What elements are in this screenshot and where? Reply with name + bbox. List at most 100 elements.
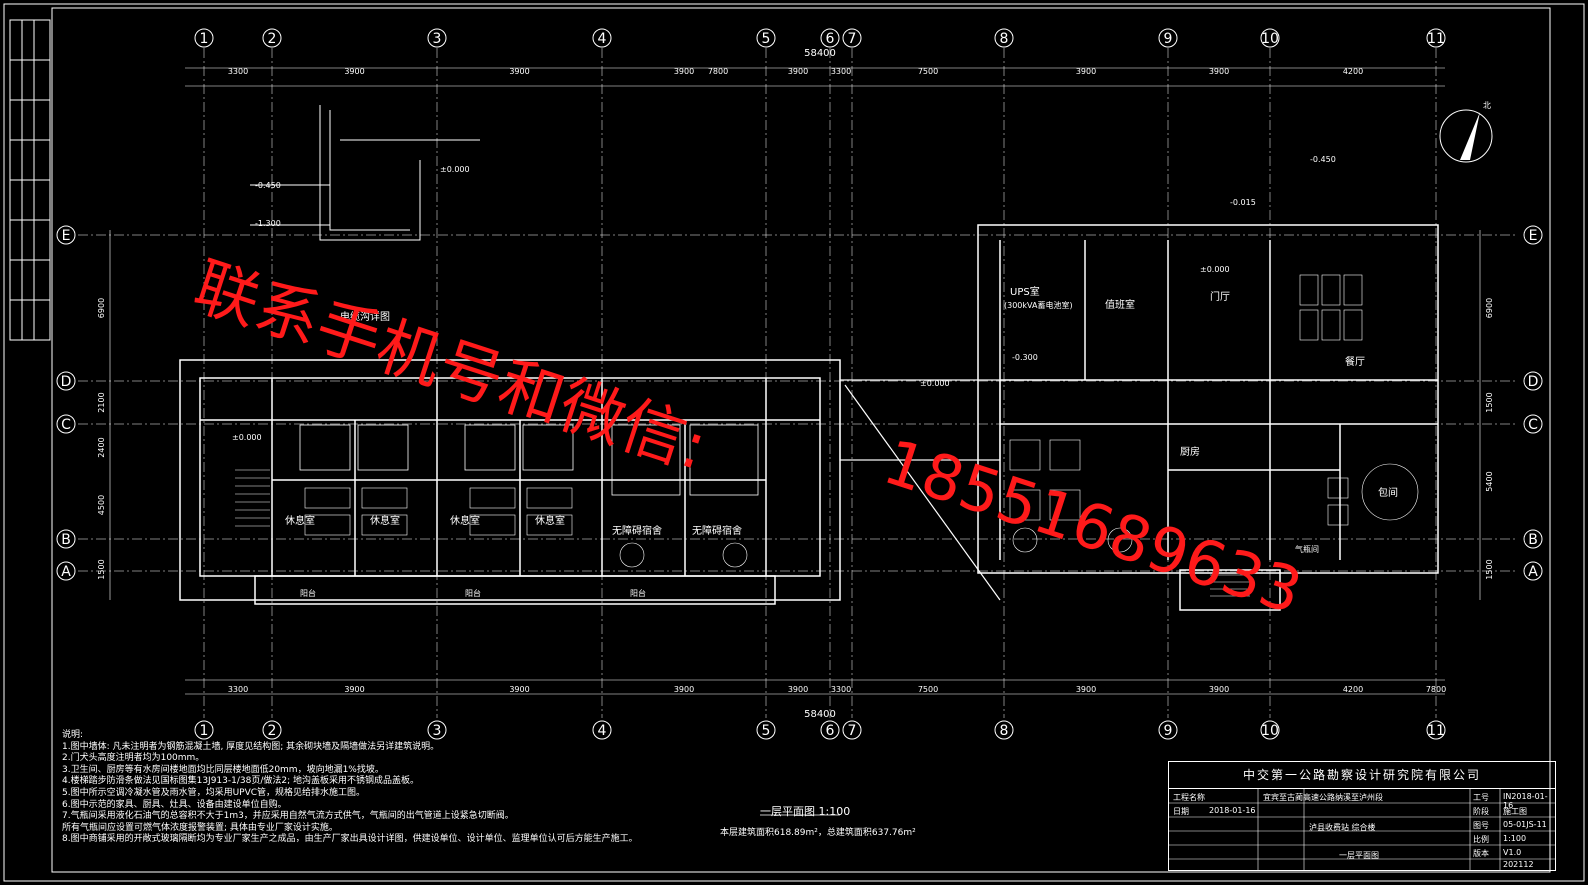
inner-frame (51, 7, 1551, 873)
dim-right-1: 1500 (1485, 392, 1494, 412)
axis-bubble-2-bottom: 2 (262, 720, 282, 740)
tb-phase-label: 阶段 (1473, 807, 1489, 816)
dim-right-2: 5400 (1485, 471, 1494, 491)
svg-text:A: A (61, 564, 71, 580)
tb-phase: 施工图 (1503, 807, 1527, 816)
tb-project-label: 工程名称 (1173, 793, 1205, 802)
svg-text:D: D (1528, 374, 1539, 390)
svg-text:3: 3 (433, 723, 442, 739)
overall-dimension-bottom: 58400 (804, 709, 836, 720)
elev-neg045: -0.450 (255, 181, 281, 190)
dim-bottom-0: 3300 (228, 685, 248, 694)
binding-strip (9, 19, 51, 341)
dim-right-3: 1500 (1485, 559, 1494, 579)
dim-bottom-7: 3900 (1076, 685, 1096, 694)
svg-text:B: B (1528, 532, 1538, 548)
note-1: 1.图中墙体: 凡未注明者为钢筋混凝土墙, 厚度见结构图; 其余砌块墙及隔墙做法… (62, 741, 440, 752)
dim-bottom-8: 3900 (1209, 685, 1229, 694)
room-rest-1: 休息室 (285, 514, 315, 527)
general-notes: 说明: 1.图中墙体: 凡未注明者为钢筋混凝土墙, 厚度见结构图; 其余砌块墙及… (62, 730, 682, 846)
svg-text:7: 7 (848, 31, 857, 47)
axis-bubble-11-top: 11 (1426, 28, 1446, 48)
tb-date-label: 日期 (1173, 807, 1189, 816)
svg-text:10: 10 (1261, 723, 1279, 739)
tb-version: V1.0 (1503, 848, 1522, 857)
room-duty: 值班室 (1105, 298, 1135, 311)
dim-top-7: 3900 (1076, 67, 1096, 76)
dim-bottom-4: 3900 (788, 685, 808, 694)
balcony-label-2: 阳台 (465, 588, 481, 598)
axis-bubble-4-bottom: 4 (592, 720, 612, 740)
axis-bubble-11-bottom: 11 (1426, 720, 1446, 740)
room-hall: 门厅 (1210, 290, 1230, 303)
elev-zero-connector: ±0.000 (920, 379, 950, 388)
note-7b: 所有气瓶间应设置可燃气体浓度报警装置; 具体由专业厂家设计实施。 (62, 822, 338, 833)
cable-trench-detail (250, 105, 480, 241)
svg-text:C: C (1528, 417, 1538, 433)
svg-text:E: E (62, 228, 71, 244)
dim-top-0: 3300 (228, 67, 248, 76)
axis-bubble-9-top: 9 (1158, 28, 1178, 48)
dim-top-1: 3900 (344, 67, 364, 76)
axis-bubble-1-top: 1 (194, 28, 214, 48)
dim-top-3: 3900 (674, 67, 694, 76)
tb-drawing: 一层平面图 (1339, 851, 1379, 860)
svg-text:4: 4 (598, 31, 607, 47)
note-8: 8.图中商铺采用的开敞式玻璃隔断均为专业厂家生产之成品，由生产厂家出具设计详图，… (62, 834, 638, 845)
svg-text:2: 2 (268, 31, 277, 47)
axis-bubble-6-bottom: 6 (820, 720, 840, 740)
dim-left-4: 1500 (97, 559, 106, 579)
elev-zero-trench: ±0.000 (440, 165, 470, 174)
room-rest-3: 休息室 (450, 514, 480, 527)
plan-title: 一层平面图 1:100 (760, 803, 850, 819)
room-barrier-1: 无障碍宿舍 (612, 524, 662, 537)
room-private-dining: 包间 (1378, 486, 1398, 499)
note-3: 3.卫生间、厨房等有水房间楼地面均比同层楼地面低20mm，坡向地漏1%找坡。 (62, 764, 384, 775)
tb-job-label: 工号 (1473, 793, 1489, 802)
dim-bottom-9: 4200 (1343, 685, 1363, 694)
svg-text:1: 1 (200, 31, 209, 47)
note-5: 5.图中所示空调冷凝水管及雨水管，均采用UPVC管，规格见给排水施工图。 (62, 787, 366, 798)
axis-bubble-5-bottom: 5 (756, 720, 776, 740)
svg-text:北: 北 (1483, 101, 1491, 110)
room-kitchen: 厨房 (1180, 445, 1200, 458)
axis-bubble-C-left: C (56, 414, 76, 434)
tb-date: 2018-01-16 (1209, 806, 1256, 815)
cable-trench-title: 电缆沟详图 (340, 310, 390, 323)
axis-bubble-C-right: C (1523, 414, 1543, 434)
dim-bottom-3: 3900 (674, 685, 694, 694)
elev-neg0015: -0.015 (1230, 198, 1256, 207)
dim-top-5: 3300 (831, 67, 851, 76)
overall-dimension-top: 58400 (804, 48, 836, 59)
note-7: 7.气瓶间采用液化石油气的总容积不大于1m3，并应采用自然气流方式供气，气瓶间的… (62, 811, 514, 822)
axis-bubble-1-bottom: 1 (194, 720, 214, 740)
dim-left-3: 4500 (97, 495, 106, 515)
dim-top-9: 4200 (1343, 67, 1363, 76)
dim-bottom-5: 3300 (831, 685, 851, 694)
svg-text:11: 11 (1427, 723, 1445, 739)
room-rest-2: 休息室 (370, 514, 400, 527)
tb-scale-label: 比例 (1473, 835, 1489, 844)
axis-bubble-7-bottom: 7 (842, 720, 862, 740)
office-toilets (1009, 439, 1133, 553)
dim-bottom-10: 7800 (1426, 685, 1446, 694)
svg-text:10: 10 (1261, 31, 1279, 47)
dim-top-2: 3900 (509, 67, 529, 76)
tb-subproject: 泸县收费站 综合楼 (1309, 823, 1376, 832)
tb-job-no: IN2018-01-16 (1503, 792, 1548, 810)
axis-bubble-6-top: 6 (820, 28, 840, 48)
elev-neg130: -1.300 (255, 219, 281, 228)
axis-bubble-10-top: 10 (1260, 28, 1280, 48)
svg-text:6: 6 (826, 723, 835, 739)
room-rest-4: 休息室 (535, 514, 565, 527)
dim-left-1: 2100 (97, 392, 106, 412)
axis-bubble-8-bottom: 8 (994, 720, 1014, 740)
note-6: 6.图中示范的家具、厨具、灶具、设备由建设单位自购。 (62, 799, 287, 810)
dim-top-4: 3900 (788, 67, 808, 76)
plan-title-text: 一层平面图 (760, 805, 815, 818)
watermark-line-1: 联系手机号和微信: (185, 250, 715, 485)
dim-bottom-1: 3900 (344, 685, 364, 694)
svg-text:9: 9 (1164, 31, 1173, 47)
